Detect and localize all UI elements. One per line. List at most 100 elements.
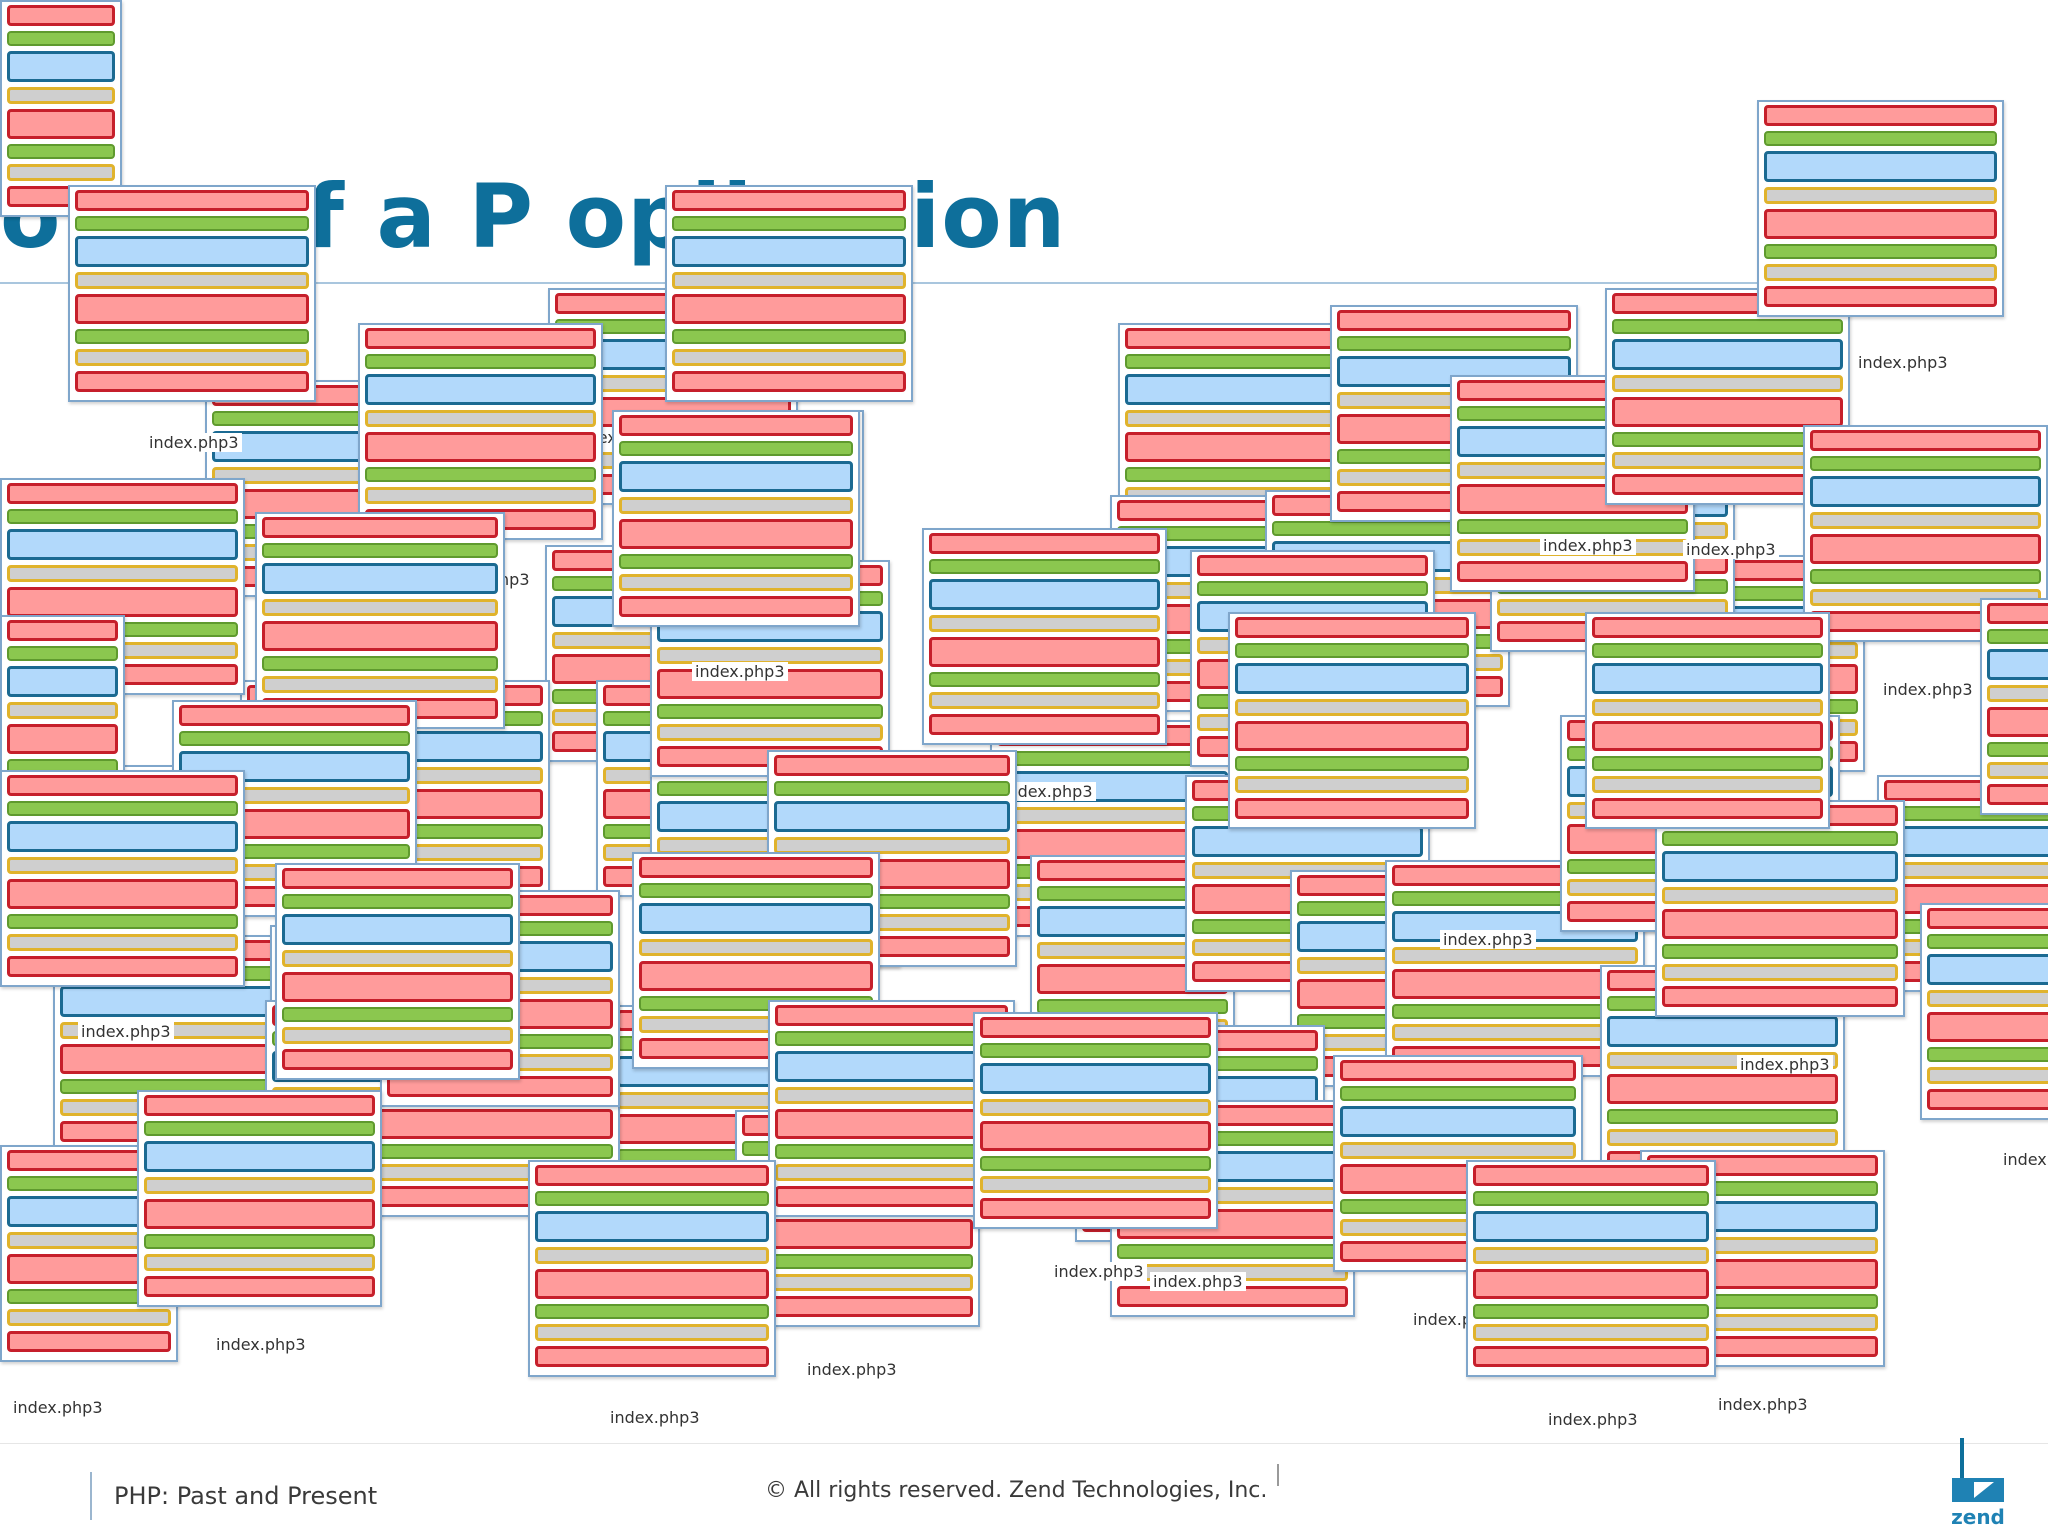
page-section-bar (1473, 1211, 1709, 1242)
page-section-bar (1340, 1060, 1576, 1081)
page-section-bar (1927, 1012, 2048, 1042)
page-stack-card (1980, 598, 2048, 815)
page-section-bar (7, 31, 115, 46)
page-section-bar (7, 1309, 171, 1326)
page-section-bar (929, 579, 1160, 610)
page-section-bar (980, 1176, 1211, 1193)
page-stack-collage: index.php3 index.php3 index.php3 index.php3… (0, 0, 2048, 1429)
page-section-bar (774, 837, 1010, 854)
footer-tick (1277, 1464, 1279, 1486)
page-section-bar (742, 1296, 973, 1317)
page-section-bar (7, 775, 238, 796)
page-stack-card (1228, 612, 1476, 829)
page-section-bar (7, 879, 238, 909)
page-stack-card (665, 185, 913, 402)
page-section-bar (774, 801, 1010, 832)
page-section-bar (7, 857, 238, 874)
page-stack-card (1585, 612, 1830, 829)
page-section-bar (1612, 319, 1843, 334)
page-section-bar (7, 109, 115, 139)
page-section-bar (619, 554, 853, 569)
page-section-bar (929, 692, 1160, 709)
page-section-bar (365, 328, 596, 349)
page-section-bar (1592, 699, 1823, 716)
page-section-bar (282, 950, 513, 967)
page-section-bar (1662, 831, 1898, 846)
page-section-bar (262, 621, 498, 651)
card-filename-label: index.php3 (2000, 1150, 2048, 1169)
page-section-bar (1662, 909, 1898, 939)
card-filename-label: index.php3 (1880, 680, 1976, 699)
page-section-bar (775, 1051, 1008, 1082)
page-section-bar (980, 1063, 1211, 1094)
page-section-bar (1607, 1074, 1838, 1104)
page-section-bar (672, 371, 906, 392)
page-section-bar (1764, 187, 1997, 204)
page-section-bar (1125, 328, 1356, 349)
page-section-bar (1235, 756, 1469, 771)
page-section-bar (75, 216, 309, 231)
page-section-bar (1592, 776, 1823, 793)
page-section-bar (1340, 1142, 1576, 1159)
page-section-bar (1607, 1109, 1838, 1124)
page-section-bar (672, 349, 906, 366)
page-section-bar (179, 751, 410, 782)
page-section-bar (535, 1346, 769, 1367)
page-section-bar (1192, 826, 1423, 857)
page-section-bar (775, 1109, 1008, 1139)
page-section-bar (262, 656, 498, 671)
page-section-bar (7, 565, 238, 582)
page-section-bar (1927, 1089, 2048, 1110)
page-section-bar (1662, 887, 1898, 904)
card-filename-label: index.php3 (10, 1398, 106, 1417)
page-section-bar (1125, 410, 1356, 427)
page-stack-card (973, 1012, 1218, 1229)
page-stack-card (0, 770, 245, 987)
page-section-bar (7, 509, 238, 524)
page-section-bar (7, 666, 118, 697)
page-section-bar (144, 1121, 375, 1136)
page-section-bar (929, 559, 1160, 574)
page-section-bar (639, 939, 873, 956)
page-section-bar (1473, 1165, 1709, 1186)
page-section-bar (1235, 776, 1469, 793)
page-section-bar (929, 533, 1160, 554)
page-section-bar (1592, 798, 1823, 819)
page-section-bar (1592, 663, 1823, 694)
page-section-bar (1810, 534, 2041, 564)
page-section-bar (639, 857, 873, 878)
page-section-bar (75, 272, 309, 289)
page-section-bar (144, 1199, 375, 1229)
card-filename-label: index.php3 (78, 1022, 174, 1041)
page-section-bar (1392, 947, 1638, 964)
card-filename-label: index.php3 (1000, 782, 1096, 801)
page-section-bar (535, 1165, 769, 1186)
page-section-bar (1592, 756, 1823, 771)
page-section-bar (60, 986, 291, 1017)
page-section-bar (365, 354, 596, 369)
page-section-bar (1810, 476, 2041, 507)
page-section-bar (365, 410, 596, 427)
page-section-bar (672, 216, 906, 231)
page-section-bar (672, 236, 906, 267)
page-section-bar (1125, 467, 1356, 482)
page-section-bar (7, 620, 118, 641)
page-section-bar (1927, 934, 2048, 949)
page-section-bar (75, 236, 309, 267)
page-section-bar (282, 1007, 513, 1022)
page-section-bar (1337, 310, 1571, 331)
page-section-bar (282, 868, 513, 889)
page-section-bar (1662, 851, 1898, 882)
page-section-bar (7, 87, 115, 104)
page-section-bar (639, 961, 873, 991)
footer (0, 1443, 2048, 1537)
page-section-bar (619, 461, 853, 492)
page-section-bar (1764, 105, 1997, 126)
page-section-bar (1612, 339, 1843, 370)
page-section-bar (619, 415, 853, 436)
page-section-bar (980, 1156, 1211, 1171)
page-stack-card (68, 185, 316, 402)
page-section-bar (7, 164, 115, 181)
page-section-bar (7, 956, 238, 977)
